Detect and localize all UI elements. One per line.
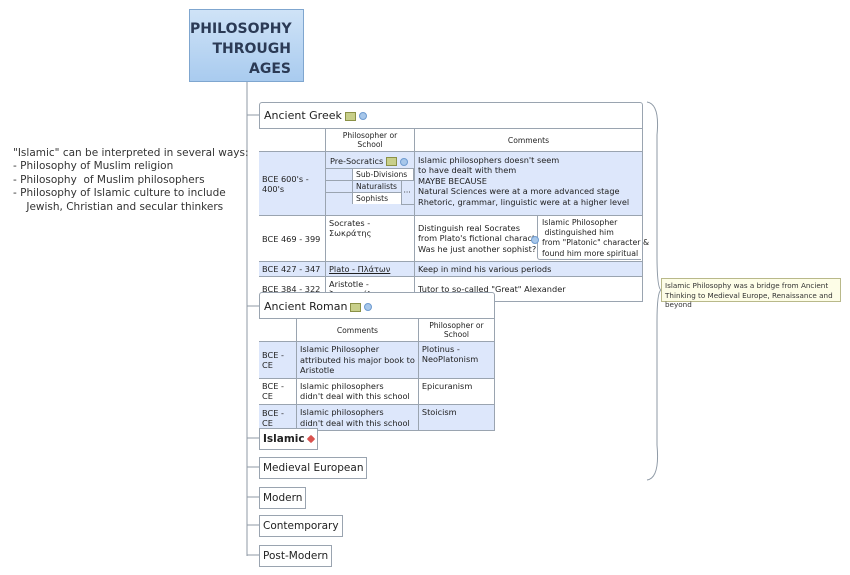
attachment-dot-icon (400, 157, 409, 166)
ancient-greek-title: Ancient Greek (264, 109, 367, 122)
greek-philosopher-3: Plato - Πλάτων (325, 261, 415, 277)
modern-label: Modern (263, 492, 303, 504)
topic-modern[interactable]: Modern (259, 487, 307, 509)
greek-period-2: BCE 469 - 399 (259, 215, 326, 262)
subdivision-sophists[interactable]: Sophists (352, 192, 402, 204)
greek-comments-2: Distinguish real Socrates from Plato's f… (414, 215, 650, 262)
roman-comments-3: Islamic philosophers didn't deal with th… (296, 403, 419, 432)
subdivision-naturalists[interactable]: Naturalists (352, 180, 402, 193)
roman-period-1: BCE - CE (259, 341, 297, 379)
root-title-line-2: THROUGH (212, 41, 291, 57)
roman-header-philosopher: Philosopher or School (417, 318, 496, 342)
roman-philosopher-3: Stoicism (417, 403, 496, 432)
greek-period-1: BCE 600's - 400's (259, 151, 326, 216)
roman-header-empty (259, 318, 297, 342)
roman-period-3: BCE - CE (259, 403, 297, 432)
root-title-line-1: PHILOSOPHY (190, 21, 292, 37)
more-subdivisions[interactable]: ··· (400, 180, 414, 205)
attachment-dot-icon (364, 303, 373, 311)
greek-comments-3: Keep in mind his various periods (414, 261, 643, 277)
ancient-greek-label: Ancient Greek (264, 109, 342, 122)
summary-callout[interactable]: Islamic Philosophy was a bridge from Anc… (661, 278, 841, 309)
header-empty (259, 128, 326, 152)
medieval-european-label: Medieval European (263, 462, 364, 474)
floating-note[interactable]: "Islamic" can be interpreted in several … (13, 147, 249, 213)
root-title-line-3: AGES (249, 61, 291, 77)
attachment-dot-icon (358, 112, 367, 120)
roman-header-comments: Comments (296, 318, 419, 342)
roman-philosopher-2: Epicuranism (417, 377, 496, 405)
roman-period-2: BCE - CE (259, 377, 297, 405)
spreadsheet-icon (344, 111, 356, 121)
greek-period-3: BCE 427 - 347 (259, 261, 326, 277)
subdivisions-table: Sub-Divisions Naturalists··· Sophists (326, 168, 414, 205)
socrates-note-text: Islamic Philosopher distinguished him fr… (542, 218, 650, 258)
roman-comments-1: Islamic Philosopher attributed his major… (296, 341, 419, 379)
ancient-roman-table: Comments Philosopher or School BCE - CE … (259, 318, 496, 432)
root-topic[interactable]: PHILOSOPHY THROUGH AGES (189, 9, 304, 82)
header-philosopher: Philosopher or School (325, 128, 415, 152)
spreadsheet-icon (386, 157, 398, 166)
subdivisions-header: Sub-Divisions (352, 168, 414, 181)
roman-philosopher-1: Plotinus - NeoPlatonism (417, 341, 496, 379)
post-modern-label: Post-Modern (263, 550, 329, 562)
contemporary-label: Contemporary (263, 520, 339, 532)
topic-post-modern[interactable]: Post-Modern (259, 545, 333, 567)
topic-islamic[interactable]: Islamic (259, 428, 318, 450)
topic-medieval-european[interactable]: Medieval European (259, 457, 368, 479)
spreadsheet-icon (350, 302, 362, 312)
socrates-comments: Distinguish real Socrates from Plato's f… (418, 222, 549, 254)
greek-philosopher-1: Pre-Socratics Sub-Divisions Naturalists·… (325, 151, 415, 216)
ancient-greek-table: Philosopher or School Comments BCE 600's… (259, 128, 650, 302)
ancient-roman-title: Ancient Roman (264, 300, 373, 313)
header-comments: Comments (414, 128, 643, 152)
socrates-note-box[interactable]: Islamic Philosopher distinguished him fr… (537, 216, 650, 260)
ancient-roman-label: Ancient Roman (264, 300, 348, 313)
islamic-label: Islamic (263, 433, 305, 445)
pre-socratics-label: Pre-Socratics (330, 156, 384, 166)
pencil-icon (306, 434, 315, 444)
roman-comments-2: Islamic philosophers didn't deal with th… (296, 377, 419, 405)
attachment-dot-icon (531, 236, 539, 244)
greek-comments-1: Islamic philosophers doesn't seem to hav… (414, 151, 643, 216)
greek-philosopher-2: Socrates - Σωκράτης (325, 215, 415, 262)
topic-contemporary[interactable]: Contemporary (259, 515, 343, 537)
